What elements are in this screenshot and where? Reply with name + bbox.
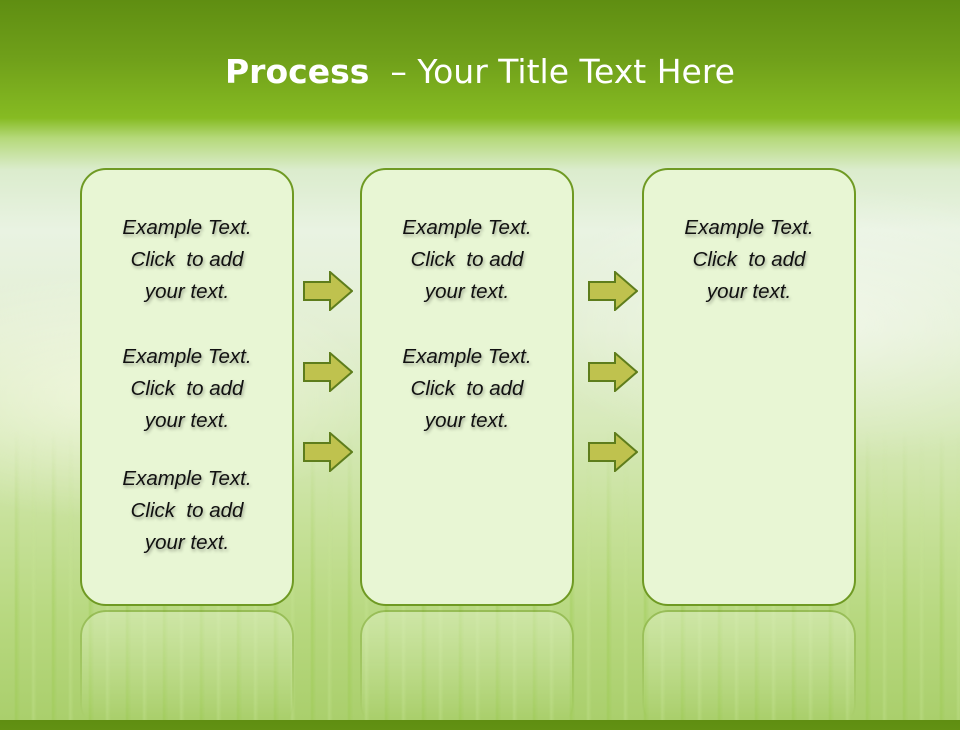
arrow-right-icon	[303, 352, 353, 392]
arrow-right-icon	[588, 271, 638, 311]
title-rest: – Your Title Text Here	[390, 52, 735, 91]
slide-title[interactable]: Process – Your Title Text Here	[0, 52, 960, 91]
box-1-reflection	[80, 610, 294, 730]
box-3-reflection	[642, 610, 856, 730]
arrow-right-icon	[303, 271, 353, 311]
arrow-right-icon	[588, 352, 638, 392]
box-2-reflection	[360, 610, 574, 730]
arrow-right-icon	[303, 432, 353, 472]
title-bold: Process	[225, 52, 370, 91]
arrow-right-icon	[588, 432, 638, 472]
